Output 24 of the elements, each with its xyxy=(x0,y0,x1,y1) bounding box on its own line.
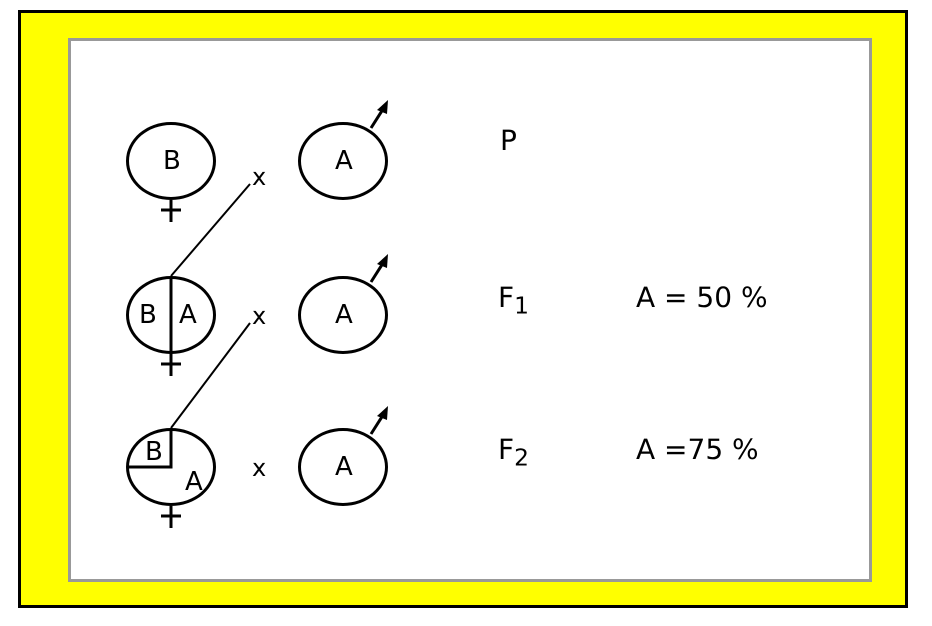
cell-letter: B xyxy=(163,146,181,176)
cross-sign: x xyxy=(252,455,266,481)
female-cell xyxy=(126,122,216,200)
percentage-text: A = 50 % xyxy=(636,282,768,314)
male-cell xyxy=(298,276,388,354)
generation-label: P xyxy=(500,125,517,157)
connector-line xyxy=(170,322,251,429)
cell-letter: B xyxy=(139,300,157,330)
generation-label: F$_{2}$ xyxy=(498,434,529,474)
connector-line xyxy=(170,183,251,277)
generation-label: F$_{1}$ xyxy=(498,282,529,322)
cell-letter: A xyxy=(179,300,197,330)
female-cell xyxy=(126,428,216,506)
cell-letter: A xyxy=(335,452,353,482)
cell-letter: A xyxy=(335,146,353,176)
cell-letter: B xyxy=(145,437,163,467)
male-cell xyxy=(298,122,388,200)
cross-sign: x xyxy=(252,303,266,329)
female-cell xyxy=(126,276,216,354)
cell-letter: A xyxy=(335,300,353,330)
male-cell xyxy=(298,428,388,506)
percentage-text: A =75 % xyxy=(636,434,759,466)
cell-letter: A xyxy=(185,467,203,497)
cross-sign: x xyxy=(252,164,266,190)
